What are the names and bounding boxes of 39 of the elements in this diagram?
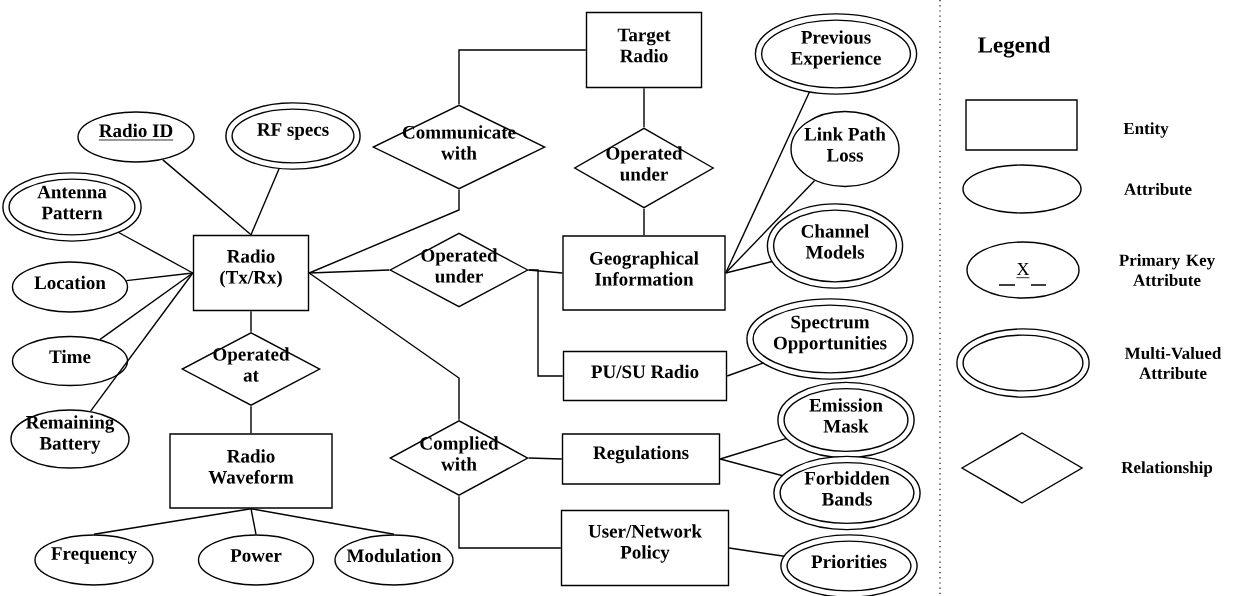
connector-line — [89, 272, 194, 412]
connector-line — [719, 458, 784, 477]
connector-line — [719, 437, 788, 460]
entity-box: Radio Waveform — [169, 433, 333, 509]
connector-line — [643, 208, 645, 236]
connector-line — [725, 260, 773, 274]
legend-item: Attribute — [962, 164, 1192, 214]
connector-line — [725, 91, 811, 274]
connector-line — [250, 310, 252, 333]
entity-box: Radio (Tx/Rx) — [192, 234, 310, 312]
connector-line — [643, 87, 645, 128]
connector-line — [308, 189, 460, 274]
connector-line — [162, 159, 252, 236]
legend-item: Multi-Valued Attribute — [956, 328, 1222, 398]
key-symbol-letter: X — [1016, 263, 1030, 279]
connector-line — [250, 405, 252, 434]
connector-line — [458, 495, 562, 549]
entity-box: Geographical Information — [562, 235, 726, 311]
entity-box: Target Radio — [585, 11, 703, 89]
connector-line — [125, 272, 194, 282]
connector-line — [250, 508, 395, 535]
connector-line — [728, 547, 786, 557]
entity-box: PU/SU Radio — [562, 350, 728, 402]
connector-line — [725, 180, 816, 274]
legend-item: Entity — [965, 99, 1169, 151]
connector-line — [726, 362, 765, 377]
connector-line — [528, 457, 563, 460]
connector-line — [308, 269, 390, 274]
connector-line — [250, 508, 257, 535]
connector-line — [250, 167, 280, 236]
entity-box: Regulations — [561, 433, 721, 485]
legend-title: Legend — [978, 36, 1051, 58]
connector-line — [93, 508, 252, 535]
entity-box: User/Network Policy — [560, 509, 730, 587]
connector-line — [99, 272, 194, 341]
connector-line — [528, 269, 564, 377]
connector-line — [458, 49, 587, 105]
connector-line — [308, 272, 460, 421]
connector-line — [117, 231, 194, 274]
